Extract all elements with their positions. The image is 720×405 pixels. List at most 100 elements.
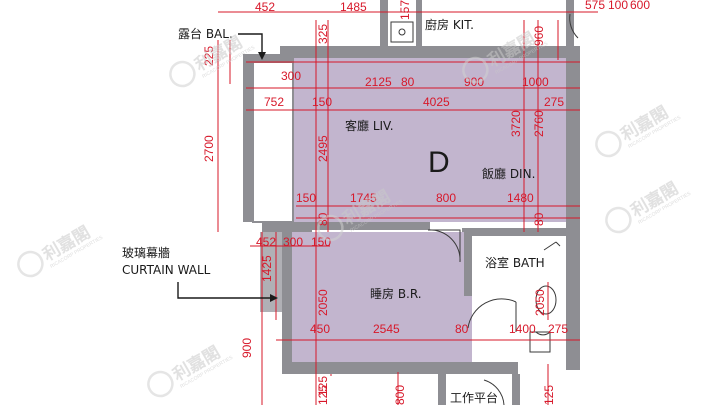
room-label-bedroom: 睡房 B.R. bbox=[370, 286, 422, 301]
dim-br-2545: 2545 bbox=[373, 322, 400, 336]
callout-curtain-wall-arrow-icon bbox=[270, 294, 278, 302]
wall-balcony-left bbox=[243, 62, 253, 222]
callout-balcony: 露台 BAL. bbox=[178, 26, 233, 41]
room-label-bathroom: 浴室 BATH bbox=[485, 255, 545, 270]
room-balcony bbox=[252, 61, 294, 223]
kitchen-sink-icon bbox=[390, 21, 414, 43]
room-bathroom bbox=[472, 236, 566, 362]
dim-top-1570: 1570 bbox=[398, 0, 412, 20]
callout-curtain-wall-en: CURTAIN WALL bbox=[122, 263, 211, 277]
dim-bath-2050: 2050 bbox=[533, 289, 547, 316]
kitchen-shaft bbox=[388, 0, 416, 46]
watermark-logo-icon bbox=[462, 56, 489, 84]
dim-din-80b: 80 bbox=[532, 212, 546, 226]
dim-liv-4025: 4025 bbox=[423, 95, 450, 109]
room-labels: 廚房 KIT. 客廳 LIV. D 飯廳 DIN. 浴室 BATH 睡房 B.R… bbox=[345, 17, 545, 405]
watermark-logo-icon bbox=[169, 60, 196, 88]
room-label-dining: 飯廳 DIN. bbox=[482, 166, 535, 181]
wall-kitchen-mid bbox=[416, 0, 422, 46]
room-label-kitchen: 廚房 KIT. bbox=[425, 17, 474, 32]
dim-left-1425: 1425 bbox=[260, 255, 274, 282]
wall-mid-left bbox=[262, 222, 312, 232]
dim-bot-125c: 125 bbox=[542, 385, 556, 405]
watermark-5: 利嘉閣 RICACORP PROPERTIES bbox=[147, 342, 235, 398]
dim-bal-300: 300 bbox=[281, 69, 301, 83]
dim-din-1480: 1480 bbox=[507, 191, 534, 205]
wall-top bbox=[280, 46, 580, 58]
wall-bath-left bbox=[464, 228, 472, 296]
watermark-4: 利嘉閣 RICACORP PROPERTIES bbox=[605, 178, 693, 234]
watermark-2: 利嘉閣 RICACORP PROPERTIES bbox=[595, 102, 683, 158]
dim-bot-125a: 125 bbox=[316, 376, 330, 396]
dim-top-1485: 1485 bbox=[340, 0, 367, 14]
dim-liv-960: 960 bbox=[532, 26, 546, 46]
dim-left-900: 900 bbox=[240, 338, 254, 358]
dim-left-225: 225 bbox=[202, 46, 216, 66]
dim-liv-80a: 80 bbox=[401, 75, 415, 89]
dim-bot-800: 800 bbox=[393, 385, 407, 405]
dim-bal-752: 752 bbox=[264, 95, 284, 109]
dim-br-2050: 2050 bbox=[316, 289, 330, 316]
sink-drain-icon bbox=[398, 28, 406, 36]
wall-kitchen-left bbox=[380, 0, 388, 46]
dim-bath-1400: 1400 bbox=[509, 322, 536, 336]
room-living-dining bbox=[294, 58, 566, 222]
room-label-utility: 工作平台 bbox=[450, 390, 498, 405]
toilet-icon bbox=[529, 331, 551, 353]
dim-liv-1000: 1000 bbox=[522, 75, 549, 89]
dim-liv-2760: 2760 bbox=[532, 110, 546, 137]
dim-din-150: 150 bbox=[296, 191, 316, 205]
dim-bath-275: 275 bbox=[548, 322, 568, 336]
dimension-lines bbox=[217, 11, 598, 405]
watermark-3: 利嘉閣 RICACORP PROPERTIES bbox=[17, 222, 105, 278]
dim-liv-2125: 2125 bbox=[365, 75, 392, 89]
dim-br-452: 452 bbox=[256, 235, 276, 249]
watermark-logo-icon bbox=[317, 214, 344, 242]
callout-curtain-wall-leader bbox=[177, 282, 276, 299]
room-utility bbox=[446, 374, 512, 405]
dim-top-452: 452 bbox=[255, 0, 275, 14]
callouts: 露台 BAL. 玻璃幕牆 CURTAIN WALL bbox=[122, 26, 278, 302]
dim-bot-125b: 125 bbox=[316, 385, 330, 405]
wall-bedroom-left bbox=[282, 232, 292, 368]
wall-bath-top bbox=[462, 228, 566, 236]
wall-bottom bbox=[282, 362, 518, 374]
washbasin-icon bbox=[535, 285, 557, 315]
dim-br-80: 80 bbox=[455, 322, 469, 336]
dim-liv-275: 275 bbox=[544, 95, 564, 109]
door-swing-utility-icon bbox=[483, 379, 505, 405]
dim-top-325: 325 bbox=[316, 24, 330, 44]
fixtures bbox=[390, 13, 579, 405]
door-swing-bath-icon bbox=[467, 298, 517, 332]
dim-br-300: 300 bbox=[283, 235, 303, 249]
dimension-labels: 452 1485 325 1570 575 100 600 225 300 21… bbox=[202, 0, 650, 405]
kitchen-door-arc-icon bbox=[569, 13, 579, 39]
unit-label: D bbox=[428, 146, 450, 179]
callout-curtain-wall-cn: 玻璃幕牆 bbox=[122, 245, 170, 260]
dim-left-2700: 2700 bbox=[202, 135, 216, 162]
dim-din-800: 800 bbox=[436, 191, 456, 205]
watermark-logo-icon bbox=[17, 250, 44, 278]
shower-icon bbox=[543, 241, 561, 251]
callout-balcony-arrow-icon bbox=[258, 52, 266, 60]
wall-utility-left bbox=[438, 374, 446, 405]
door-swing-dining-icon bbox=[427, 229, 461, 263]
callout-balcony-leader bbox=[238, 33, 263, 58]
watermark-logo-icon bbox=[605, 206, 632, 234]
dim-top-575: 575 bbox=[585, 0, 605, 12]
watermark-logo-icon bbox=[595, 130, 622, 158]
dim-liv-3720: 3720 bbox=[509, 110, 523, 137]
dim-liv-2495: 2495 bbox=[316, 135, 330, 162]
watermark-logo-icon bbox=[147, 370, 174, 398]
room-kitchen bbox=[422, 0, 566, 46]
dim-din-1745: 1745 bbox=[350, 191, 377, 205]
dim-liv-150a: 150 bbox=[312, 95, 332, 109]
dim-top-100: 100 bbox=[608, 0, 628, 12]
wall-utility-right bbox=[512, 374, 520, 405]
dim-br-450: 450 bbox=[310, 322, 330, 336]
wall-mid bbox=[312, 222, 430, 230]
wall-right bbox=[566, 52, 580, 370]
room-label-living: 客廳 LIV. bbox=[345, 118, 394, 133]
